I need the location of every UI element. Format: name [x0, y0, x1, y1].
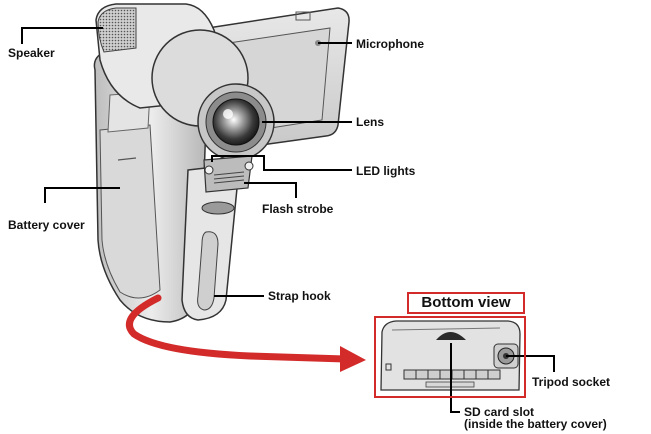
camera-head — [95, 3, 275, 193]
tripod-socket-label: Tripod socket — [532, 375, 611, 389]
camcorder-body — [93, 49, 240, 323]
lens-label: Lens — [356, 115, 385, 129]
microphone-label: Microphone — [356, 37, 424, 51]
trigger-button — [201, 201, 235, 215]
sd-card-slot-label: SD card slot — [464, 405, 535, 419]
lcd-latch-icon — [295, 11, 311, 21]
bottom-view-title: Bottom view — [407, 292, 525, 314]
view-arrow — [126, 294, 349, 363]
flash-strobe-leader — [244, 182, 297, 198]
arrow-head — [340, 346, 366, 372]
sd-card-leader — [450, 343, 460, 413]
speaker-label: Speaker — [8, 46, 55, 60]
flash-strobe — [213, 171, 245, 184]
led-lights-label: LED lights — [356, 164, 416, 178]
led-light-right — [244, 161, 254, 171]
strap-hook-label: Strap hook — [268, 289, 331, 303]
sd-slot-opening — [436, 332, 466, 340]
flash-strobe-label: Flash strobe — [262, 202, 334, 216]
battery-cover-label: Battery cover — [8, 218, 85, 232]
speaker-leader — [21, 27, 103, 44]
battery-cover-leader — [44, 187, 120, 203]
sd-card-note-label: (inside the battery cover) — [464, 417, 607, 431]
bottom-view-frame — [374, 316, 526, 398]
tripod-socket-leader — [506, 355, 555, 372]
lens-glass — [212, 98, 260, 146]
speaker-grille — [97, 7, 137, 53]
led-lights-leader — [211, 155, 352, 171]
leader-lines — [21, 27, 555, 413]
led-light-left — [204, 165, 214, 175]
